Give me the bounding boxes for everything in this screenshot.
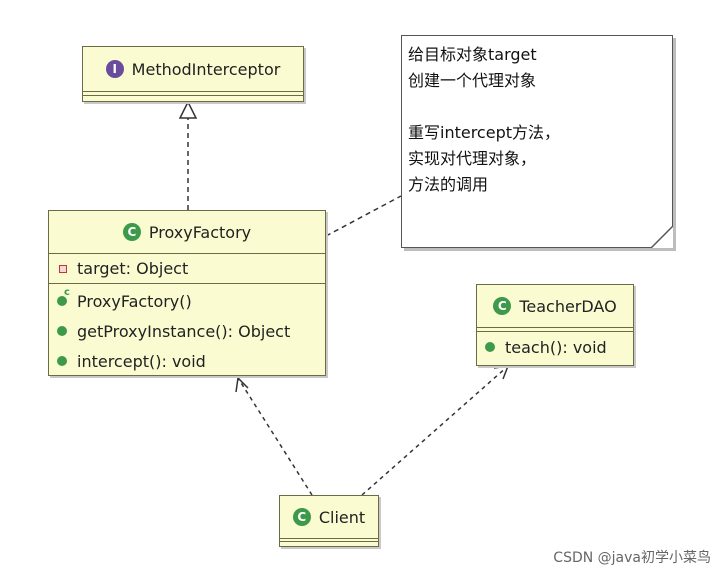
operation-section: ProxyFactory() getProxyInstance(): Objec… [49,283,325,376]
note-line: 实现对代理对象， [408,149,537,168]
teacher-dao-name: TeacherDAO [519,296,617,316]
note-line: 给目标对象target [408,45,537,64]
attribute-section [280,538,378,541]
operation-section: teach(): void [477,331,633,362]
attribute-section [83,91,303,95]
public-method-icon [485,342,495,352]
note-fold-icon [651,226,673,248]
method-interceptor-header: I MethodInterceptor [83,47,303,91]
note-line [408,94,666,120]
public-method-icon [57,356,67,366]
proxy-factory-header: C ProxyFactory [49,211,325,253]
method-interceptor-box: I MethodInterceptor [82,46,304,102]
operation-section [83,95,303,98]
operation-row: getProxyInstance(): Object [49,316,325,346]
operation-label: intercept(): void [77,351,206,371]
teacher-dao-box: C TeacherDAO teach(): void [476,284,634,366]
client-header: C Client [280,496,378,538]
operation-label: ProxyFactory() [77,291,192,311]
client-name: Client [318,507,366,527]
public-method-icon [57,326,67,336]
operation-section [280,541,378,544]
attribute-label: target: Object [77,259,189,278]
constructor-icon [57,287,70,306]
operation-row: ProxyFactory() [49,286,325,316]
interface-icon: I [105,60,124,78]
client-box: C Client [279,495,379,547]
attribute-row: target: Object [49,254,325,283]
attribute-section [477,327,633,331]
note-line: 重写intercept方法， [408,123,561,142]
method-interceptor-name: MethodInterceptor [131,59,281,79]
note-box: 给目标对象target 创建一个代理对象 重写intercept方法， 实现对代… [401,35,673,248]
watermark: CSDN @java初学小菜鸟 [553,550,711,566]
proxy-factory-name: ProxyFactory [148,222,252,242]
class-icon: C [122,223,141,241]
attribute-section: target: Object [49,253,325,283]
note-line: 创建一个代理对象 [408,71,537,90]
operation-row: teach(): void [477,332,633,362]
class-icon: C [292,508,311,526]
operation-label: getProxyInstance(): Object [77,321,291,341]
operation-label: teach(): void [505,337,607,357]
proxy-factory-box: C ProxyFactory target: Object ProxyFacto… [48,210,326,376]
teacher-dao-header: C TeacherDAO [477,285,633,327]
operation-row: intercept(): void [49,346,325,376]
private-field-icon [59,264,67,273]
note-line: 方法的调用 [408,175,489,194]
class-icon: C [493,297,512,315]
